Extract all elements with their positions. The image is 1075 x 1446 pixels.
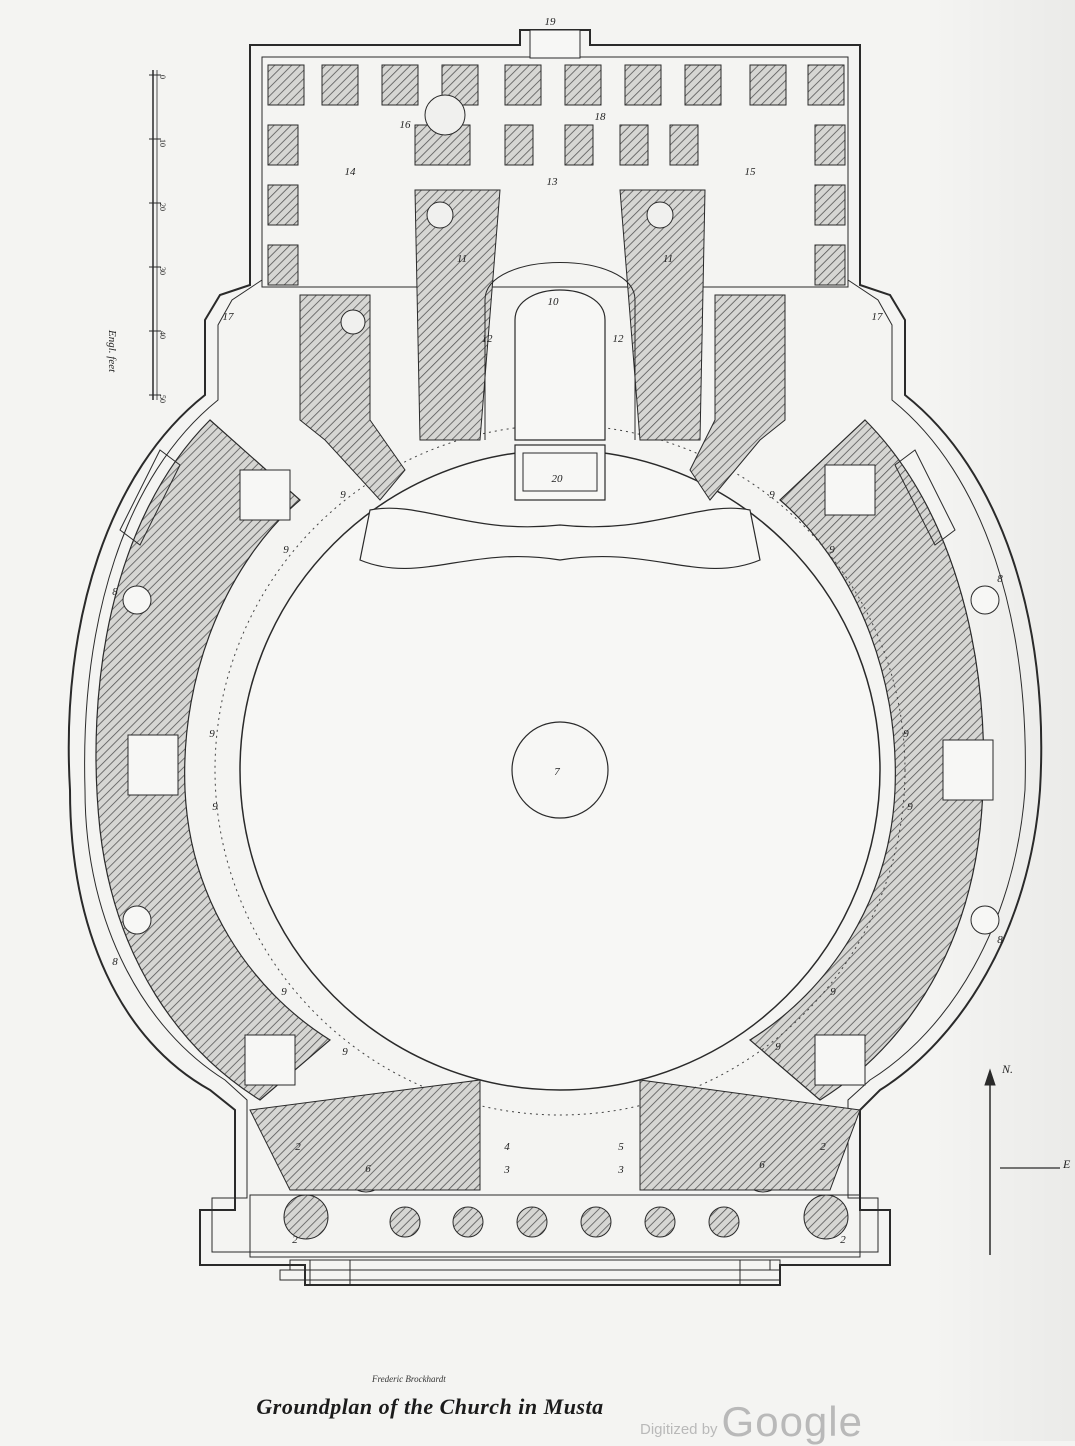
altar-inner — [522, 452, 598, 492]
room-label: 9 — [340, 489, 346, 501]
room-label: 7 — [554, 766, 560, 778]
room-label: 2 — [292, 1234, 298, 1246]
room-label: 9 — [775, 1041, 781, 1053]
spiral-stair — [646, 201, 674, 229]
scale-tick-label: 50 — [158, 395, 167, 403]
south-wall-mass — [249, 1079, 481, 1191]
room-label: 8 — [997, 934, 1003, 946]
room-label: 14 — [345, 166, 357, 178]
room-label: 18 — [595, 111, 607, 123]
scale-ticks: 0 10 20 30 40 50 — [149, 74, 167, 403]
room-label: 17 — [872, 311, 884, 323]
central-circle — [511, 721, 609, 819]
inner-wall-offset — [84, 56, 1026, 1253]
sacristy-wall — [689, 294, 786, 501]
room-label: 11 — [457, 253, 467, 265]
room-label: 11 — [663, 253, 673, 265]
scale-tick-label: 30 — [158, 267, 167, 275]
room-label: 9 — [281, 986, 287, 998]
room-label: 2 — [840, 1234, 846, 1246]
room-label: 9 — [903, 728, 909, 740]
portico-floor — [249, 1194, 861, 1258]
room-label: 4 — [504, 1141, 510, 1153]
room-label: 20 — [552, 473, 564, 485]
room-label: 10 — [548, 296, 560, 308]
room-label: 12 — [613, 333, 625, 345]
room-label: 19 — [545, 16, 557, 28]
room-label: 9 — [342, 1046, 348, 1058]
side-chapels — [127, 464, 994, 1086]
outer-wall-outline — [67, 29, 1043, 1286]
scale-tick-label: 40 — [158, 331, 167, 339]
room-label: 13 — [547, 176, 559, 188]
room-label: 9 — [830, 986, 836, 998]
watermark-prefix: Digitized by — [640, 1421, 718, 1438]
apse-wall — [414, 189, 501, 441]
engraver-credit: Frederic Brockhardt — [372, 1374, 446, 1384]
room-label: 12 — [482, 333, 494, 345]
portico-steps — [279, 1259, 781, 1286]
apse-wall — [619, 189, 706, 441]
apse-steps — [484, 262, 636, 440]
room-label: 8 — [112, 586, 118, 598]
scale-unit-label: Engl. feet — [106, 330, 118, 373]
room-label: 5 — [618, 1141, 624, 1153]
room-label: 8 — [112, 956, 118, 968]
room-label: 3 — [617, 1164, 624, 1176]
chancel-steps — [359, 507, 761, 570]
room-label: 3 — [503, 1164, 510, 1176]
room-label: 9 — [209, 728, 215, 740]
spiral-stair — [424, 94, 466, 136]
spiral-stair — [340, 309, 366, 335]
room-label: 8 — [997, 573, 1003, 585]
sacristy-wall — [299, 294, 406, 501]
room-label: 2 — [820, 1141, 826, 1153]
room-label: 6 — [759, 1159, 765, 1171]
room-label: 9 — [769, 489, 775, 501]
spiral-stair — [426, 201, 454, 229]
google-logo: Google — [721, 1398, 863, 1445]
rotunda-dotted-ring — [214, 424, 906, 1116]
compass-north-label: N. — [1002, 1062, 1014, 1076]
side-stairs — [119, 449, 956, 546]
room-label: 6 — [365, 1163, 371, 1175]
scale-tick-label: 20 — [158, 203, 167, 211]
room-label: 2 — [295, 1141, 301, 1153]
plate-caption: Groundplan of the Church in Musta — [256, 1394, 604, 1419]
room-label: 9 — [283, 544, 289, 556]
scale-bar — [152, 70, 158, 400]
north-entrance — [529, 29, 581, 59]
south-wall-mass — [639, 1079, 861, 1191]
rotunda-wall-mass — [748, 419, 985, 1101]
room-label: 16 — [400, 119, 412, 131]
rotunda-wall-mass — [95, 419, 332, 1101]
digitized-watermark: Digitized byGoogle — [640, 1398, 863, 1446]
room-label: 9 — [907, 801, 913, 813]
scale-tick-label: 0 — [158, 75, 167, 79]
apse — [514, 289, 606, 441]
room-label: 9 — [829, 544, 835, 556]
room-label: 9 — [212, 801, 218, 813]
portico-columns — [283, 1194, 849, 1240]
room-label: 15 — [745, 166, 757, 178]
compass — [984, 1068, 1060, 1255]
compass-east-label: E — [1063, 1157, 1071, 1171]
scale-tick-label: 10 — [158, 139, 167, 147]
room-label: 17 — [223, 311, 235, 323]
